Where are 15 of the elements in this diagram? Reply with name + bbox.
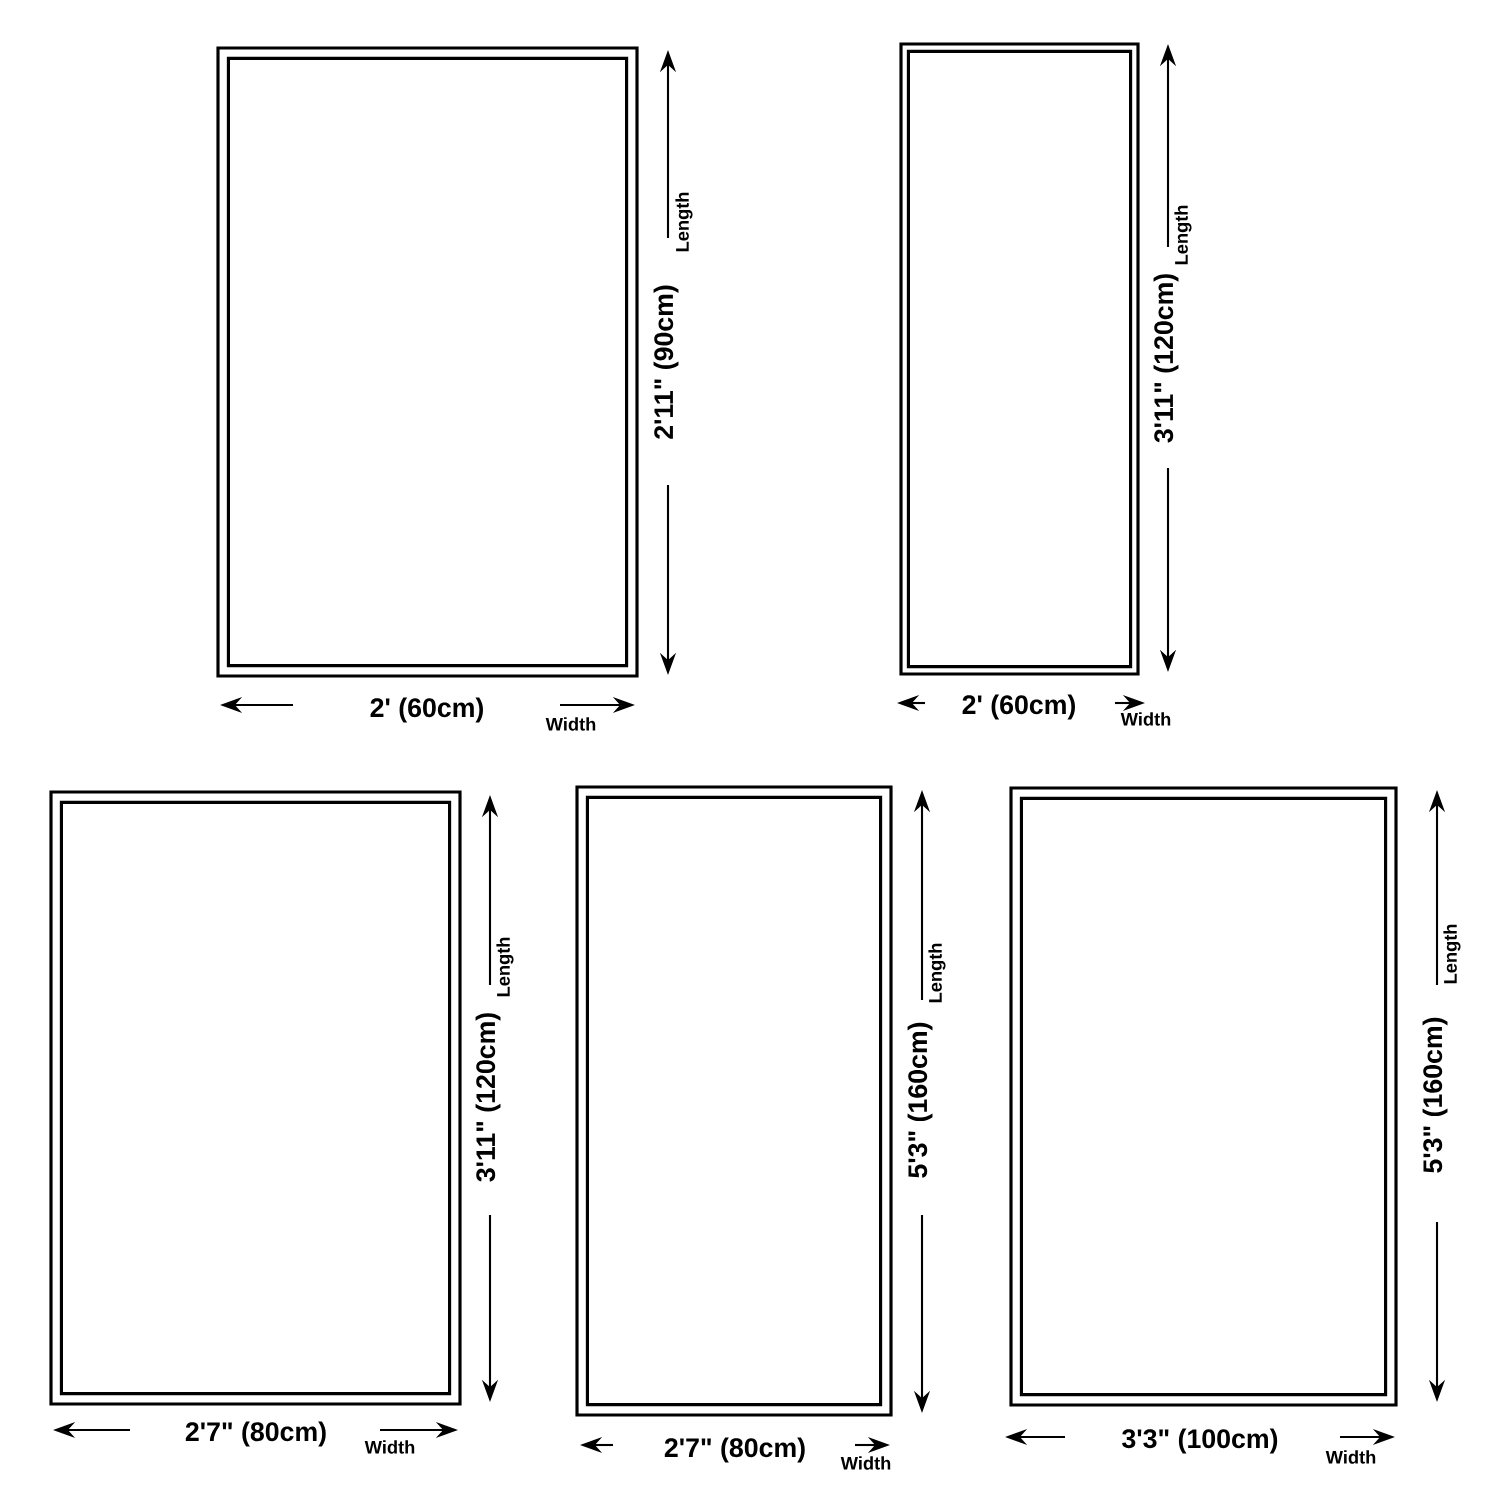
- dimension-text: 2' (60cm): [962, 694, 1075, 720]
- rug-outline: [49, 790, 462, 1406]
- dimension-name: Width: [840, 1456, 891, 1470]
- dimension-name: Length: [496, 937, 514, 997]
- dimension-text: 2' (60cm): [370, 697, 483, 723]
- dimension-name: Length: [928, 943, 946, 1003]
- dimension-name: Width: [364, 1440, 415, 1454]
- rug-outline: [899, 42, 1140, 676]
- rug-outline: [1009, 786, 1398, 1407]
- dimension-name: Width: [1120, 712, 1171, 726]
- rug-outline: [216, 46, 639, 678]
- rug-outline: [575, 785, 893, 1417]
- dimension-text: 5'3" (160cm): [1422, 1017, 1448, 1173]
- dimension-name: Width: [545, 717, 596, 731]
- dimension-name: Width: [1325, 1450, 1376, 1464]
